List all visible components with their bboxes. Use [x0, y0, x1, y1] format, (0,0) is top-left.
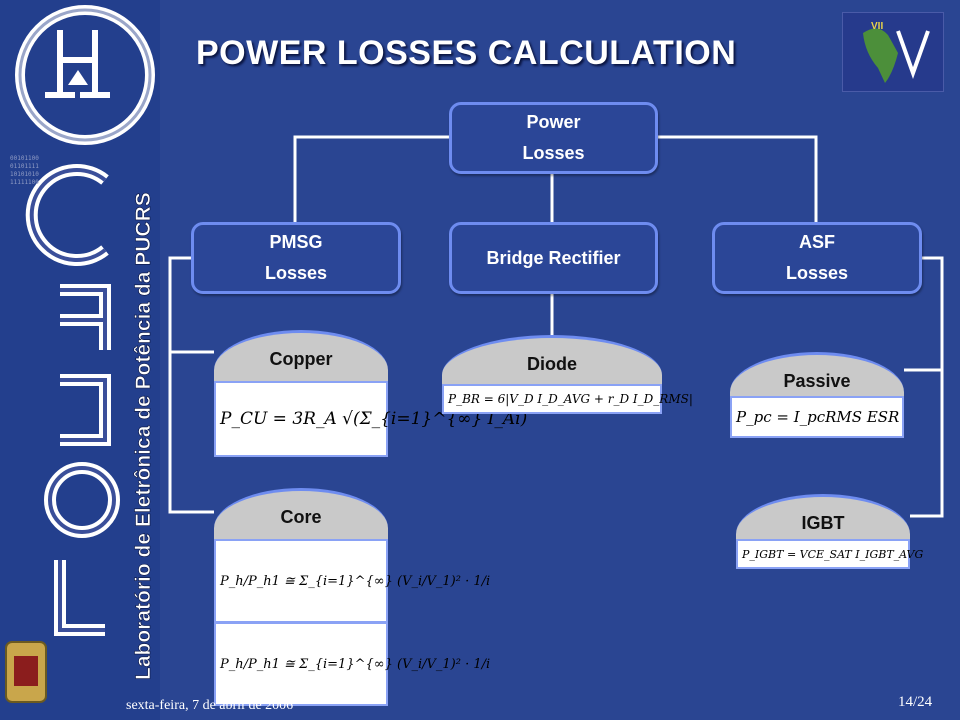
page-number: 14/24	[898, 694, 933, 710]
formula-text: P_h/P_h1 ≅ Σ_{i=1}^{∞} (V_i/V_1)² · 1/i	[220, 656, 491, 672]
formula-text: P_IGBT = VCE_SAT I_IGBT_AVG	[742, 547, 924, 561]
node-label: Bridge Rectifier	[486, 247, 621, 268]
node-power-losses: Power Losses	[449, 102, 658, 174]
node-label: Losses	[522, 143, 585, 163]
side-text: Laboratório de Eletrônica de Potência da…	[132, 192, 155, 680]
node-asf-losses: ASF Losses	[712, 222, 922, 294]
svg-text:01101111: 01101111	[10, 163, 39, 170]
svg-text:00101100: 00101100	[10, 155, 39, 162]
formula-diode: P_BR = 6|V_D I_D_AVG + r_D I_D_RMS|	[442, 384, 693, 414]
leaf-label: Diode	[526, 354, 577, 374]
node-label: Power	[526, 112, 581, 132]
svg-text:10101010: 10101010	[10, 171, 39, 178]
footer-date: sexta-feira, 7 de abril de 2006	[126, 698, 294, 713]
node-pmsg-losses: PMSG Losses	[191, 222, 401, 294]
formula-text: P_h/P_h1 ≅ Σ_{i=1}^{∞} (V_i/V_1)² · 1/i	[220, 573, 491, 589]
arrow-icon	[68, 70, 88, 85]
node-label: PMSG	[269, 232, 323, 252]
leaf-label: IGBT	[801, 513, 845, 533]
formula-text: P_CU = 3R_A √(Σ_{i=1}^{∞} I_Ai)	[220, 409, 528, 429]
node-label: Losses	[785, 263, 849, 283]
formula-text: P_BR = 6|V_D I_D_AVG + r_D I_D_RMS|	[448, 392, 693, 406]
leaf-label: Core	[280, 507, 322, 527]
leaf-label: Copper	[269, 349, 333, 369]
formula-copper: P_CU = 3R_A √(Σ_{i=1}^{∞} I_Ai)	[214, 381, 527, 457]
page-title: POWER LOSSES CALCULATION	[196, 34, 737, 72]
formula-igbt: P_IGBT = VCE_SAT I_IGBT_AVG	[736, 539, 923, 569]
leaf-label: Passive	[783, 371, 851, 391]
svg-text:11111100: 11111100	[10, 179, 39, 186]
conference-logo: VII	[842, 12, 944, 92]
formula-core: P_h/P_h1 ≅ Σ_{i=1}^{∞} (V_i/V_1)² · 1/i	[214, 539, 490, 623]
node-label: ASF	[799, 232, 835, 252]
svg-text:VII: VII	[871, 21, 883, 32]
side-branding: 00101100 01101111 10101010 11111100 0010…	[0, 0, 160, 720]
formula-passive: P_pc = I_pcRMS ESR	[730, 396, 904, 438]
formula-core-repeat: P_h/P_h1 ≅ Σ_{i=1}^{∞} (V_i/V_1)² · 1/i	[214, 622, 490, 706]
node-label: Losses	[264, 263, 328, 283]
formula-text: P_pc = I_pcRMS ESR	[736, 408, 900, 426]
node-bridge-rectifier: Bridge Rectifier	[449, 222, 658, 294]
